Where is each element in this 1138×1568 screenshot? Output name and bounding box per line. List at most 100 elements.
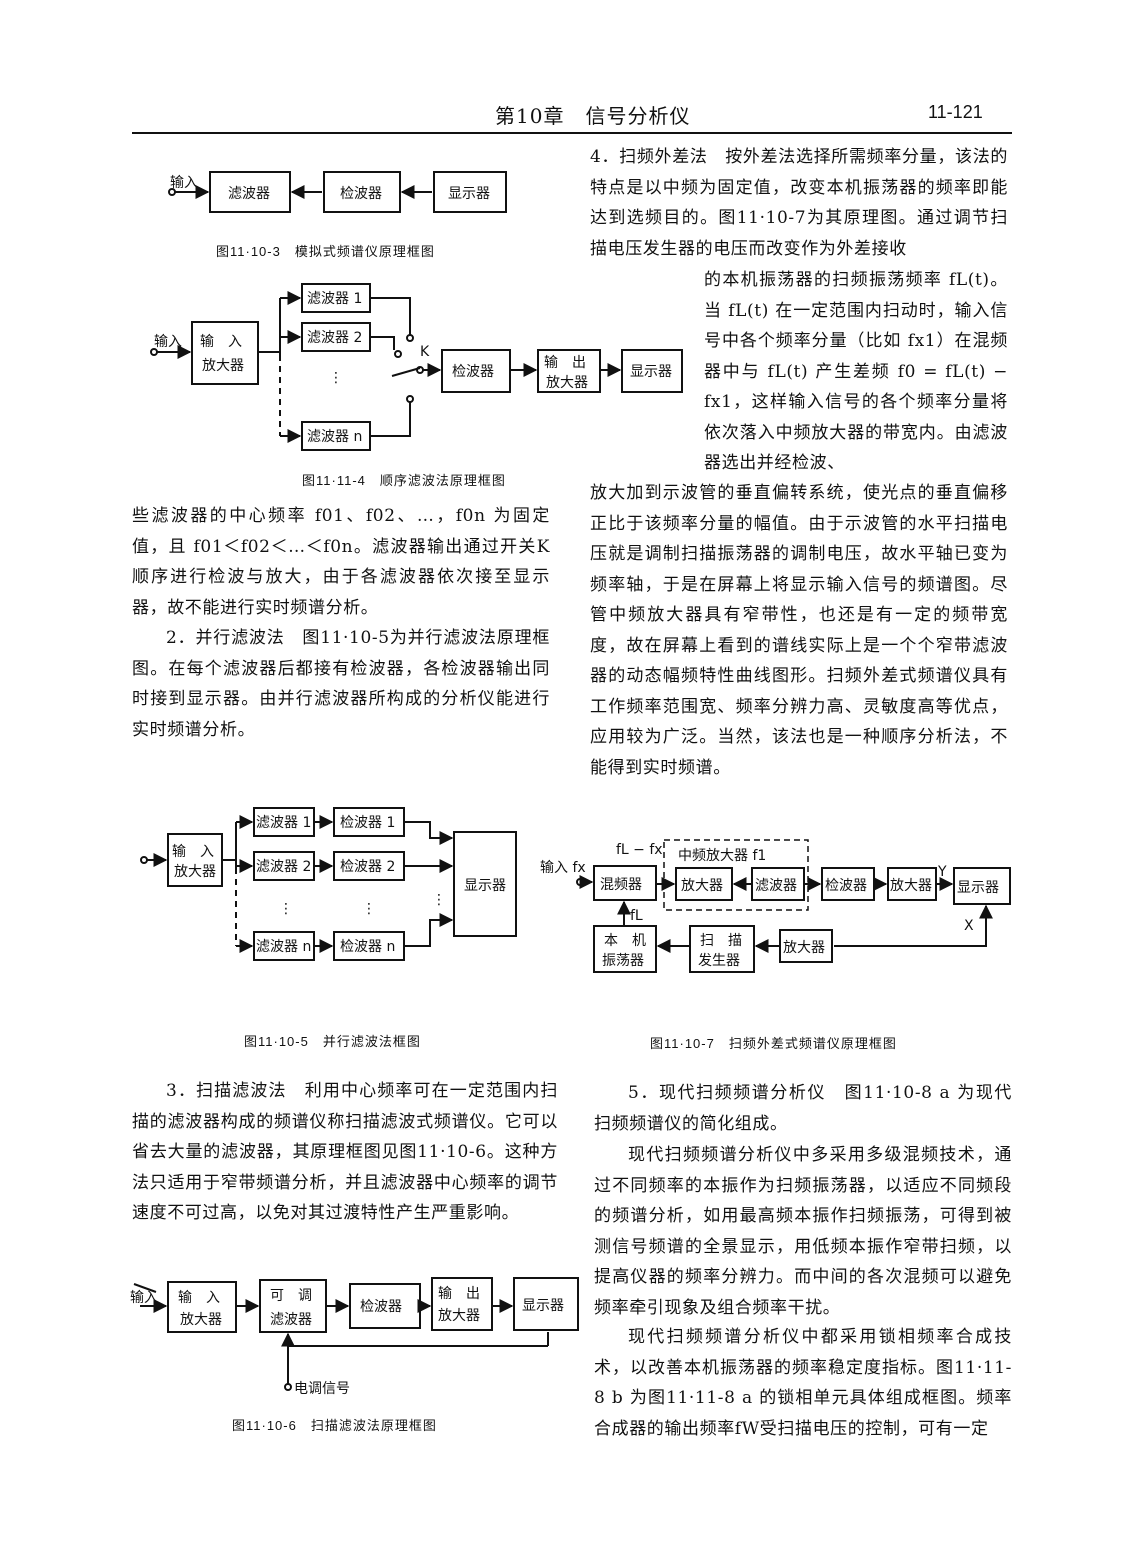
fig7-amp3-box xyxy=(779,929,833,963)
fig5-display-label: 显示器 xyxy=(464,878,506,894)
para-4-wrap: 的本机振荡器的扫频振荡频率 fL(t)。当 fL(t) 在一定范围内扫动时，输入… xyxy=(704,270,1008,473)
fig4-switch-label: K xyxy=(420,344,430,360)
para-5-3: 现代扫频频谱分析仪中都采用锁相频率合成技术，以改善本机振荡器的频率稳定度指标。图… xyxy=(594,1327,1012,1439)
fig6-display-label: 显示器 xyxy=(522,1298,564,1314)
para-5-2: 现代扫频频谱分析仪中多采用多级混频技术，通过不同频率的本振作为扫频振荡器，以适应… xyxy=(594,1145,1012,1318)
fig7-amp2-label: 放大器 xyxy=(890,878,932,894)
fig5-dots-c: ⋮ xyxy=(432,892,446,908)
fig6-tunable-l1: 可 调 xyxy=(270,1288,312,1304)
fig7-lo-box xyxy=(593,925,657,973)
fig7-mixer-box xyxy=(593,865,657,901)
fig6-input-amp-l1: 输 入 xyxy=(178,1290,220,1306)
fig5-input-amp-box xyxy=(167,833,223,887)
figure-11-10-6: 输入 输 入 放大器 可 调 滤波器 检波器 输 出 放大器 显示器 电调信号 xyxy=(130,1277,579,1397)
fig6-input-amp-l2: 放大器 xyxy=(180,1312,222,1328)
fig7-filter-box xyxy=(751,867,805,901)
fig5-filter1-box xyxy=(253,807,315,837)
fig5-dots-b: ⋮ xyxy=(362,901,376,917)
para-4-cont: 放大加到示波管的垂直偏转系统，使光点的垂直偏移正比于该频率分量的幅值。由于示波管… xyxy=(590,483,1008,778)
fig7-amp3-label: 放大器 xyxy=(783,940,825,956)
fig7-lo-l2: 振荡器 xyxy=(602,953,644,969)
fig5-filtern-box xyxy=(253,931,315,961)
figure-11-10-5: 输 入 放大器 滤波器 1 滤波器 2 ⋮ 滤波器 n 检波器 1 检波器 2 … xyxy=(140,807,517,961)
fig7-display-box xyxy=(953,867,1011,905)
fig4-filter1-box xyxy=(301,283,371,313)
fig7-filter-label: 滤波器 xyxy=(755,878,797,894)
page-number: 11-121 xyxy=(928,102,983,122)
fig7-sweep-gen-l1: 扫 描 xyxy=(700,933,742,949)
fig4-input-label: 输入 xyxy=(154,334,182,350)
fig7-amp-box xyxy=(675,867,733,901)
fig5-det2-label: 检波器 2 xyxy=(340,859,395,875)
fig5-filtern-label: 滤波器 n xyxy=(256,939,311,955)
fig4-out-amp-box xyxy=(537,349,601,393)
fig5-filter2-label: 滤波器 2 xyxy=(256,859,311,875)
fig3-caption: 图11·10-3 模拟式频谱仪原理框图 xyxy=(216,244,435,259)
fig4-filtern-box xyxy=(301,421,371,451)
chapter-title: 第10章 信号分析仪 xyxy=(495,104,691,128)
fig7-mixer-label: 混频器 xyxy=(600,877,642,893)
fig7-fl-label: fL xyxy=(630,908,643,924)
figure-11-10-3: 输入 滤波器 检波器 显示器 xyxy=(168,171,507,213)
fig7-sweep-gen-box xyxy=(689,925,755,973)
fig3-display-label: 显示器 xyxy=(448,186,490,202)
fig5-dots-a: ⋮ xyxy=(279,901,293,917)
fig4-input-amp-l2: 放大器 xyxy=(202,358,244,374)
fig5-caption: 图11·10-5 并行滤波法框图 xyxy=(244,1034,421,1049)
fig7-display-label: 显示器 xyxy=(957,880,999,896)
fig4-detector-box xyxy=(441,349,511,393)
fig6-out-amp-l2: 放大器 xyxy=(438,1308,480,1324)
para-4-intro: 4．扫频外差法 按外差法选择所需频率分量，该法的特点是以中频为固定值，改变本机振… xyxy=(590,147,1008,259)
fig4-dots: ⋮ xyxy=(329,370,343,386)
fig5-detn-box xyxy=(333,931,405,961)
fig3-input-label: 输入 xyxy=(170,175,198,191)
fig5-det1-label: 检波器 1 xyxy=(340,815,395,831)
fig7-caption: 图11·10-7 扫频外差式频谱仪原理框图 xyxy=(650,1036,897,1051)
fig5-filter1-label: 滤波器 1 xyxy=(256,815,311,831)
fig6-out-amp-box xyxy=(431,1277,493,1331)
fig4-filter2-box xyxy=(301,322,371,352)
fig5-input-amp-l1: 输 入 xyxy=(172,844,214,860)
fig5-display-box xyxy=(453,831,517,937)
fig7-lo-l1: 本 机 xyxy=(604,933,646,949)
fig4-input-amp-box xyxy=(191,321,259,385)
fig4-out-amp-l2: 放大器 xyxy=(546,375,588,391)
fig4-filter1-label: 滤波器 1 xyxy=(307,291,362,307)
fig7-x-label: X xyxy=(964,918,974,934)
fig6-detector-label: 检波器 xyxy=(360,1299,402,1315)
fig6-ctrl-label: 电调信号 xyxy=(294,1381,350,1397)
fig4-filtern-label: 滤波器 n xyxy=(307,429,362,445)
para-left-1: 些滤波器的中心频率 f01、f02、…，f0n 为固定值，且 f01＜f02＜…… xyxy=(132,506,550,618)
fig5-detn-label: 检波器 n xyxy=(340,939,395,955)
fig7-input-label: 输入 fx xyxy=(540,860,586,876)
fig5-input-amp-l2: 放大器 xyxy=(174,864,216,880)
fig7-if-amp-group xyxy=(663,839,809,911)
fig7-fl-fx-label: fL − fx xyxy=(616,842,663,858)
figure-11-11-4: 输入 输 入 放大器 滤波器 1 滤波器 2 ⋮ 滤波器 n K 检波器 输 出 xyxy=(150,283,683,451)
fig7-detector-box xyxy=(821,867,875,901)
fig4-filter2-label: 滤波器 2 xyxy=(307,330,362,346)
figure-11-10-7: 输入 fx fL − fx 混频器 中频放大器 f1 放大器 滤波器 检波器 放… xyxy=(540,839,1011,973)
fig6-caption: 图11·10-6 扫描滤波法原理框图 xyxy=(232,1418,437,1433)
fig4-display-label: 显示器 xyxy=(630,364,672,380)
fig6-tunable-l2: 滤波器 xyxy=(270,1312,312,1328)
fig3-detector-box xyxy=(323,171,401,213)
fig3-filter-box xyxy=(209,171,291,213)
para-5-1: 5．现代扫频频谱分析仪 图11·10-8 a 为现代扫频频谱仪的简化组成。 xyxy=(594,1083,1012,1134)
fig4-out-amp-l1: 输 出 xyxy=(544,355,586,371)
fig7-y-label: Y xyxy=(937,864,947,880)
para-left-2: 2．并行滤波法 图11·10-5为并行滤波法原理框图。在每个滤波器后都接有检波器… xyxy=(132,628,550,740)
fig7-if-label: 中频放大器 f1 xyxy=(678,848,766,864)
fig3-filter-label: 滤波器 xyxy=(228,186,270,202)
para-left-3: 3．扫描滤波法 利用中心频率可在一定范围内扫描的滤波器构成的频谱仪称扫描滤波式频… xyxy=(132,1081,558,1223)
fig3-detector-label: 检波器 xyxy=(340,186,382,202)
header-rule xyxy=(132,132,1012,134)
fig4-caption: 图11·11-4 顺序滤波法原理框图 xyxy=(302,473,506,488)
fig3-display-box xyxy=(433,171,507,213)
fig7-amp-label: 放大器 xyxy=(681,878,723,894)
fig6-display-box xyxy=(513,1277,579,1331)
fig4-display-box xyxy=(621,349,683,393)
fig7-sweep-gen-l2: 发生器 xyxy=(698,953,740,969)
fig6-out-amp-l1: 输 出 xyxy=(438,1286,480,1302)
